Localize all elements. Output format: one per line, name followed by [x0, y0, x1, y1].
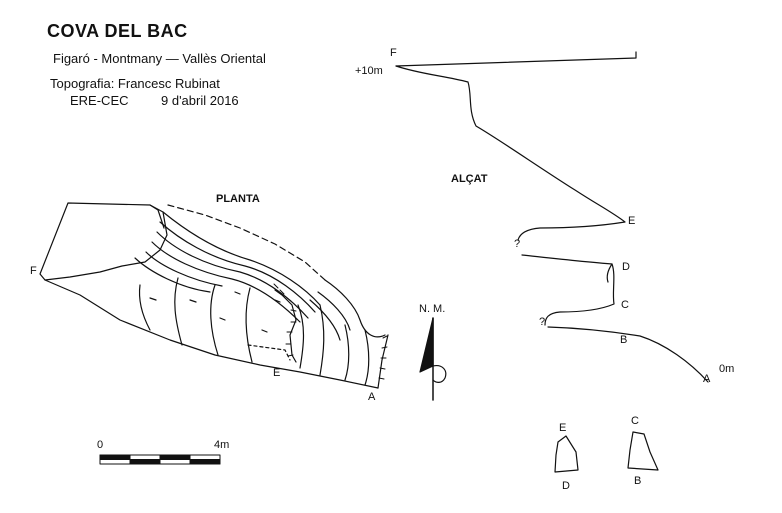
location-text: Figaró - Montmany — Vallès Oriental: [53, 51, 266, 66]
scale-end-label: 4m: [214, 439, 230, 451]
north-label: N. M.: [419, 303, 446, 315]
section-ed-top-label: E: [559, 422, 567, 434]
plan-station-f: F: [30, 265, 37, 277]
elev-depth-top: +10m: [355, 65, 383, 77]
plan-entrance-block: [39, 202, 168, 281]
elev-station-f: F: [390, 47, 397, 59]
elev-station-b: B: [620, 334, 628, 346]
elev-station-e: E: [628, 215, 636, 227]
elev-station-d: D: [622, 261, 630, 273]
section-cb: [627, 431, 659, 471]
plan-title: PLANTA: [216, 193, 260, 205]
section-cb-top-label: C: [631, 415, 639, 427]
elev-question-2: ?: [539, 316, 546, 328]
club-text: ERE-CEC: [70, 93, 129, 108]
elevation-view: [395, 51, 709, 383]
elevation-title: ALÇAT: [451, 173, 488, 185]
elev-station-a: A: [703, 373, 711, 385]
cave-title: COVA DEL BAC: [47, 21, 188, 41]
survey-date-text: 9 d'abril 2016: [161, 93, 239, 108]
elevation-floor: [395, 65, 626, 241]
section-cb-bottom-label: B: [634, 475, 642, 487]
elevation-ceiling: [395, 51, 637, 67]
plan-station-a: A: [368, 391, 376, 403]
survey-author-text: Topografia: Francesc Rubinat: [50, 76, 220, 91]
north-arrow: [419, 317, 447, 401]
section-ed-bottom-label: D: [562, 480, 570, 492]
plan-dashed-boundary: [167, 204, 326, 281]
scale-bar: [99, 454, 221, 465]
section-ed: [554, 435, 579, 473]
elev-station-c: C: [621, 299, 629, 311]
elev-depth-bottom: 0m: [719, 363, 735, 375]
plan-view: [39, 202, 389, 389]
plan-lower-wall: [44, 279, 379, 389]
plan-station-e: E: [273, 367, 281, 379]
scale-start-label: 0: [97, 439, 104, 451]
elev-question-1: ?: [514, 238, 521, 250]
